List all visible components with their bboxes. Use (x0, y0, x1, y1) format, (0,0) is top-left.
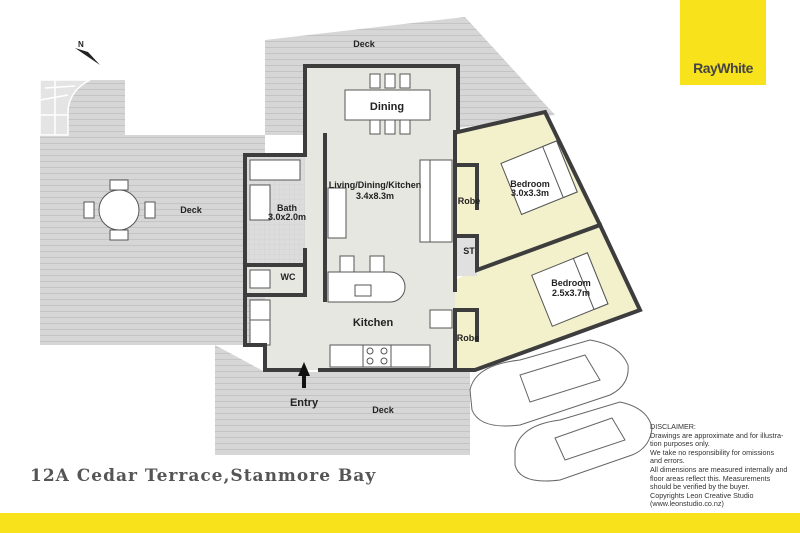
deck-table (83, 179, 156, 241)
label-deck-bottom: Deck (372, 405, 395, 415)
label-kitchen: Kitchen (353, 317, 394, 329)
staircase (39, 79, 91, 136)
arrow-up-icon (298, 362, 310, 388)
disclaimer-line: Copyrights Leon Creative Studio (650, 490, 754, 500)
label-robe1: Robe (458, 196, 481, 206)
label-entry: Entry (290, 397, 319, 409)
label-bedroom1: Bedroom (510, 179, 550, 189)
disclaimer-line: floor areas reflect this. Measurements (650, 473, 771, 483)
svg-text:N: N (78, 40, 84, 49)
disclaimer: DISCLAIMER: Drawings are approximate and… (650, 422, 800, 509)
disclaimer-line: should be verified by the buyer. (650, 482, 750, 492)
logo-text: RayWhite (693, 60, 753, 76)
label-wc: WC (281, 272, 296, 282)
disclaimer-line: DISCLAIMER: (650, 422, 696, 431)
label-robe2: Robe (457, 333, 480, 343)
label-deck-left: Deck (180, 205, 203, 215)
raywhite-logo: RayWhite (680, 0, 766, 85)
label-bedroom2-size: 2.5x3.7m (552, 288, 590, 298)
deck-bottom (215, 345, 470, 455)
disclaimer-line: Drawings are approximate and for illustr… (650, 430, 784, 440)
label-living: Living/Dining/Kitchen (329, 180, 422, 190)
disclaimer-line: All dimensions are measured internally a… (650, 464, 788, 474)
label-bedroom1-size: 3.0x3.3m (511, 188, 549, 198)
label-bath-size: 3.0x2.0m (268, 212, 306, 222)
walls (243, 64, 643, 372)
label-bedroom2: Bedroom (551, 278, 591, 288)
disclaimer-line: tion purposes only. (650, 439, 710, 449)
parked-cars (469, 339, 653, 482)
disclaimer-line: and errors. (650, 456, 685, 466)
label-st: ST (463, 246, 475, 256)
furniture (249, 73, 609, 368)
disclaimer-line: (www.leonstudio.co.nz) (650, 499, 724, 509)
label-dining: Dining (370, 101, 404, 113)
property-address: 12A Cedar Terrace,Stanmore Bay (30, 466, 377, 486)
disclaimer-line: We take no responsibility for omissions (650, 447, 775, 457)
label-bath: Bath (277, 203, 297, 213)
label-deck-top: Deck (353, 39, 376, 49)
north-arrow-icon: N (75, 40, 100, 65)
footer-bar (0, 513, 800, 533)
label-living-size: 3.4x8.3m (356, 191, 394, 201)
deck-top (265, 17, 555, 135)
st-floor (455, 236, 477, 276)
